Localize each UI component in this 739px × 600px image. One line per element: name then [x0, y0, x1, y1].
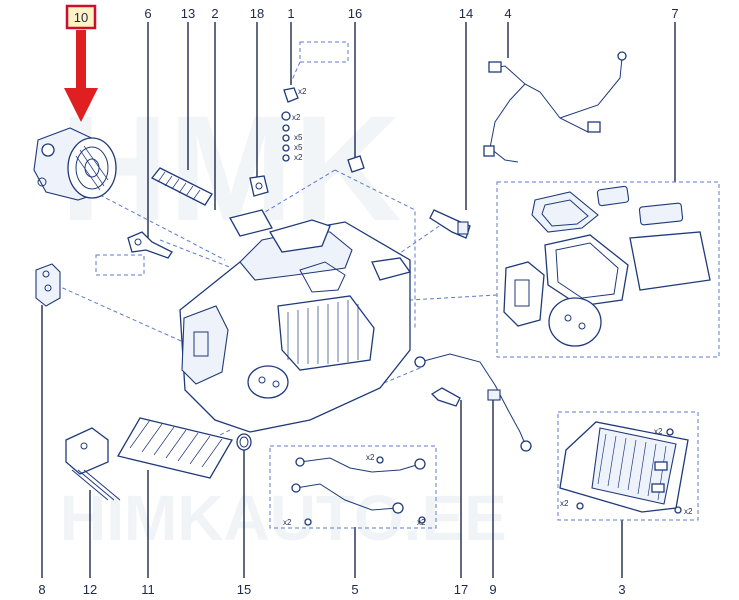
qty-screw-1: x2: [298, 87, 307, 96]
highlight-arrow-icon: [64, 30, 98, 122]
callout-2[interactable]: 2: [211, 6, 218, 21]
watermark-bottom: HIMKAUTO.EE: [60, 482, 507, 554]
hvac-housing-icon[interactable]: [179, 209, 412, 433]
callout-8[interactable]: 8: [38, 582, 45, 597]
bolt-icon[interactable]: [430, 387, 461, 407]
callout-15[interactable]: 15: [237, 582, 251, 597]
qty-pipe-1: x2: [366, 453, 375, 462]
callout-4[interactable]: 4: [504, 6, 511, 21]
qty-pipe-3: x2: [417, 518, 426, 527]
highlight-box: [65, 4, 97, 30]
clip-actuator-icon[interactable]: [249, 175, 269, 197]
callout-16[interactable]: 16: [348, 6, 362, 21]
o-ring-icon[interactable]: [236, 433, 252, 451]
callout-18[interactable]: 18: [250, 6, 264, 21]
qty-screw-5: x2: [294, 153, 303, 162]
expansion-valve-icon[interactable]: [35, 263, 61, 307]
callout-12[interactable]: 12: [83, 582, 97, 597]
callout-9[interactable]: 9: [489, 582, 496, 597]
callout-17[interactable]: 17: [454, 582, 468, 597]
grommet-icon[interactable]: [347, 155, 365, 173]
callout-14[interactable]: 14: [459, 6, 473, 21]
probe-sensor-icon[interactable]: [429, 209, 471, 239]
callout-7[interactable]: 7: [671, 6, 678, 21]
callout-1[interactable]: 1: [287, 6, 294, 21]
callout-5[interactable]: 5: [351, 582, 358, 597]
callout-10[interactable]: 10: [74, 10, 88, 25]
wiring-harness-icon[interactable]: [483, 51, 627, 163]
assembly-guides: [55, 41, 720, 529]
drain-hose-icon[interactable]: [414, 353, 532, 452]
qty-core-1: x2: [654, 427, 663, 436]
leader-lines: [41, 22, 676, 578]
screen-strip-icon[interactable]: [150, 167, 213, 206]
pipe-set-icon[interactable]: x2 x2 x2: [283, 453, 426, 527]
callout-11[interactable]: 11: [141, 582, 155, 597]
temperature-sensor-icon[interactable]: [127, 231, 173, 259]
actuator-module-icon[interactable]: [65, 427, 121, 501]
heater-core-icon[interactable]: x2 x2 x2: [559, 421, 693, 516]
blower-motor-icon[interactable]: [33, 127, 117, 201]
callout-3[interactable]: 3: [618, 582, 625, 597]
cabin-filter-icon[interactable]: [117, 417, 233, 479]
seal-kit-icon[interactable]: [503, 185, 711, 347]
qty-core-3: x2: [684, 507, 693, 516]
qty-screw-4: x5: [294, 143, 303, 152]
qty-screw-2: x2: [292, 113, 301, 122]
qty-screw-3: x5: [294, 133, 303, 142]
callout-13[interactable]: 13: [181, 6, 195, 21]
vent-grille: [287, 300, 359, 364]
callout-labels: 10 6 13 2 18 1 16 14 4 7 8 12 11 15 5 17…: [38, 4, 679, 597]
callout-6[interactable]: 6: [144, 6, 151, 21]
qty-core-2: x2: [560, 499, 569, 508]
screw-pack-icon[interactable]: x2 x2 x5 x5 x2: [281, 87, 307, 162]
qty-pipe-2: x2: [283, 518, 292, 527]
